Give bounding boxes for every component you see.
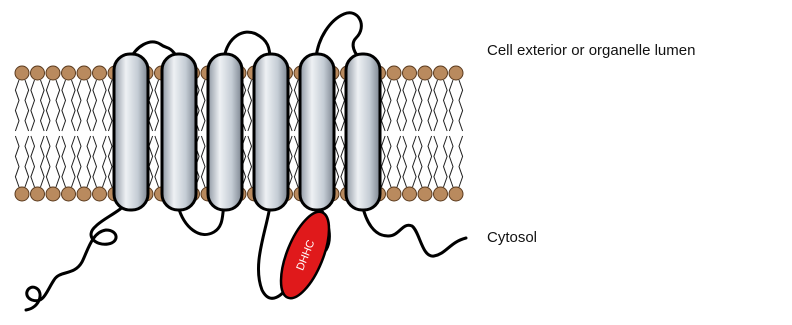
lipid-head — [434, 66, 448, 80]
lipid-head — [387, 187, 401, 201]
lipid-tail — [335, 136, 339, 187]
lipid-tail — [56, 136, 60, 187]
lipid-tail — [294, 80, 298, 131]
n-terminal-tail — [26, 200, 130, 310]
lipid-tail — [149, 80, 153, 131]
lipid-tail — [248, 80, 252, 131]
lipid-tail — [149, 136, 153, 187]
helix-5 — [300, 54, 334, 210]
lipid-head — [418, 66, 432, 80]
lipid-tail — [418, 136, 422, 187]
helix-2 — [162, 54, 196, 210]
lipid-tail — [41, 80, 45, 131]
lipid-tail — [46, 80, 50, 131]
lipid-tail — [459, 136, 463, 187]
lipid-tail — [382, 80, 386, 131]
transmembrane-helices — [114, 54, 380, 210]
lipid-tail — [103, 80, 107, 131]
lipid-head — [46, 66, 60, 80]
lipid-head — [449, 187, 463, 201]
lipid-head — [418, 187, 432, 201]
lipid-tail — [201, 136, 205, 187]
lipid-tail — [434, 136, 438, 187]
lipid-tail — [62, 80, 66, 131]
lipid-head — [77, 187, 91, 201]
helix-3 — [208, 54, 242, 210]
lipid-tail — [87, 80, 91, 131]
lipid-tail — [428, 80, 432, 131]
lipid-head — [62, 187, 76, 201]
lipid-head — [93, 66, 107, 80]
lipid-head — [77, 66, 91, 80]
lipid-tail — [413, 136, 417, 187]
lipid-head — [46, 187, 60, 201]
dhhc-motif: DHHC — [271, 206, 339, 305]
lipid-tail — [77, 80, 81, 131]
helix-4 — [254, 54, 288, 210]
lipid-tail — [397, 80, 401, 131]
lipid-tail — [449, 80, 453, 131]
lipid-tail — [403, 80, 407, 131]
helix-1 — [114, 54, 148, 210]
lipid-tail — [46, 136, 50, 187]
lipid-tail — [155, 80, 159, 131]
lipid-tail — [87, 136, 91, 187]
lipid-tail — [341, 80, 345, 131]
lipid-head — [403, 66, 417, 80]
lipid-tail — [25, 80, 29, 131]
cytosol-label: Cytosol — [487, 229, 537, 246]
lipid-tail — [93, 136, 97, 187]
lipid-head — [93, 187, 107, 201]
lipid-tail — [108, 136, 112, 187]
lipid-head — [62, 66, 76, 80]
lipid-tail — [155, 136, 159, 187]
lipid-tail — [93, 80, 97, 131]
lipid-tail — [444, 80, 448, 131]
lipid-head — [434, 187, 448, 201]
lipid-tail — [444, 136, 448, 187]
lipid-tail — [403, 136, 407, 187]
c-terminal-tail — [362, 204, 466, 256]
lipid-tail — [418, 80, 422, 131]
lipid-head — [15, 187, 29, 201]
lipid-tail — [413, 80, 417, 131]
lipid-tail — [459, 80, 463, 131]
lipid-head — [387, 66, 401, 80]
lipid-head — [449, 66, 463, 80]
lipid-tail — [387, 80, 391, 131]
lipid-tail — [25, 136, 29, 187]
lipid-tail — [62, 136, 66, 187]
lipid-tail — [77, 136, 81, 187]
lipid-head — [403, 187, 417, 201]
lipid-tail — [41, 136, 45, 187]
lipid-tail — [108, 80, 112, 131]
lipid-tail — [449, 136, 453, 187]
lipid-tail — [56, 80, 60, 131]
lipid-tail — [72, 136, 76, 187]
lipid-tail — [335, 80, 339, 131]
lipid-tail — [341, 136, 345, 187]
lipid-head — [31, 187, 45, 201]
lipid-tail — [397, 136, 401, 187]
lipid-tail — [15, 80, 19, 131]
lipid-tail — [15, 136, 19, 187]
lipid-tail — [31, 136, 35, 187]
lipid-tail — [103, 136, 107, 187]
lipid-tail — [72, 80, 76, 131]
lipid-head — [31, 66, 45, 80]
lipid-tail — [248, 136, 252, 187]
lipid-tail — [31, 80, 35, 131]
lipid-tail — [434, 80, 438, 131]
lipid-tail — [428, 136, 432, 187]
extracellular-loop-3 — [316, 13, 362, 60]
lipid-tail — [387, 136, 391, 187]
cell-exterior-label: Cell exterior or organelle lumen — [487, 42, 695, 59]
protein-loops — [26, 13, 466, 310]
helix-6 — [346, 54, 380, 210]
lipid-tail — [382, 136, 386, 187]
lipid-head — [15, 66, 29, 80]
lipid-tail — [294, 136, 298, 187]
lipid-tail — [201, 80, 205, 131]
